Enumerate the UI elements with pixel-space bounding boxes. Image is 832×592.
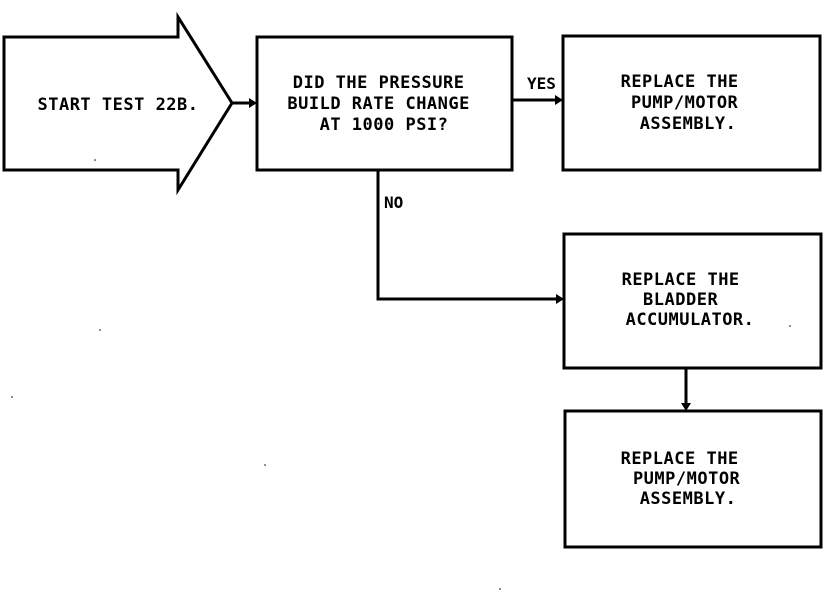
start-arrow-shape bbox=[2, 11, 234, 196]
decision-text: DID THE PRESSURE BUILD RATE CHANGE AT 10… bbox=[287, 73, 480, 135]
decision-box bbox=[255, 35, 514, 172]
replace-pump-yes-node: REPLACE THE PUMP/MOTOR ASSEMBLY. bbox=[561, 34, 822, 172]
arrowhead-bladder-to-pump bbox=[681, 403, 691, 411]
start-node: START TEST 22B. bbox=[2, 11, 234, 196]
replace-pump-yes-line-2: PUMP/MOTOR bbox=[631, 93, 739, 113]
arrowhead-start-to-decision bbox=[249, 98, 257, 108]
start-text: START TEST 22B. bbox=[37, 95, 198, 115]
replace-pump-final-node: REPLACE THE PUMP/MOTOR ASSEMBLY. bbox=[563, 409, 823, 549]
replace-pump-final-line-1: REPLACE THE bbox=[621, 449, 739, 469]
replace-pump-yes-text: REPLACE THE PUMP/MOTOR ASSEMBLY. bbox=[621, 72, 750, 134]
replace-bladder-text: REPLACE THE BLADDER ACCUMULATOR. bbox=[622, 270, 755, 330]
replace-bladder-box bbox=[562, 232, 823, 370]
replace-pump-final-text: REPLACE THE PUMP/MOTOR ASSEMBLY. bbox=[621, 449, 751, 509]
decision-text-line-1: DID THE PRESSURE bbox=[293, 73, 465, 93]
scan-speck bbox=[11, 396, 13, 398]
no-label: NO bbox=[384, 193, 403, 212]
arrowhead-no bbox=[556, 294, 564, 304]
scan-speck bbox=[499, 588, 501, 590]
decision-node: DID THE PRESSURE BUILD RATE CHANGE AT 10… bbox=[255, 35, 514, 172]
scan-speck bbox=[99, 329, 101, 331]
scan-speck bbox=[264, 464, 266, 466]
replace-bladder-line-1: REPLACE THE bbox=[622, 270, 740, 290]
replace-pump-final-line-3: ASSEMBLY. bbox=[640, 489, 737, 509]
replace-pump-yes-box bbox=[561, 34, 822, 172]
start-text-line: START TEST 22B. bbox=[37, 95, 198, 115]
replace-bladder-line-2: BLADDER bbox=[643, 290, 718, 310]
scan-speck bbox=[94, 159, 96, 161]
replace-pump-yes-line-1: REPLACE THE bbox=[621, 72, 739, 92]
replace-pump-final-line-2: PUMP/MOTOR bbox=[633, 469, 741, 489]
decision-text-line-3: AT 1000 PSI? bbox=[320, 115, 449, 135]
yes-label: YES bbox=[527, 74, 556, 93]
replace-bladder-line-3: ACCUMULATOR. bbox=[626, 310, 755, 330]
connector-no bbox=[376, 170, 556, 301]
scan-speck bbox=[789, 325, 791, 327]
replace-pump-final-box bbox=[563, 409, 823, 549]
decision-text-line-2: BUILD RATE CHANGE bbox=[287, 94, 470, 114]
replace-pump-yes-line-3: ASSEMBLY. bbox=[640, 114, 737, 134]
arrowhead-yes bbox=[555, 95, 563, 105]
replace-bladder-node: REPLACE THE BLADDER ACCUMULATOR. bbox=[562, 232, 823, 370]
